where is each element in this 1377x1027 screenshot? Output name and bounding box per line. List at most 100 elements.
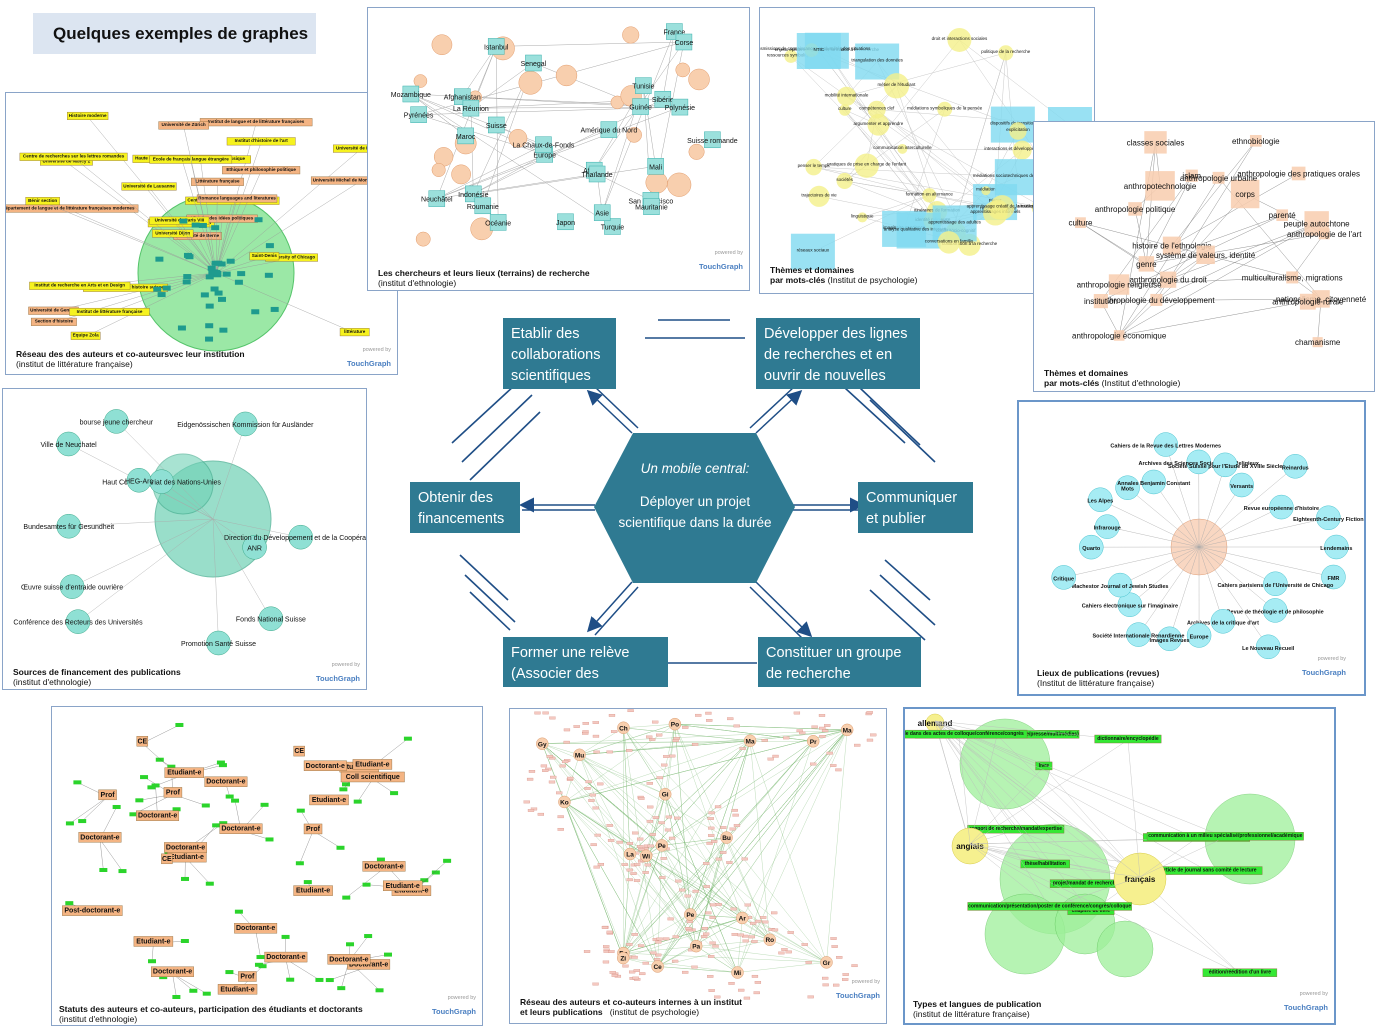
graph-node-label: Revue de théologie et de philosophie [1227, 609, 1324, 615]
panel-subtitle: (Institut d'ethnologie) [1101, 378, 1181, 388]
graph-node-label: anthropologie des pratiques orales [1237, 169, 1360, 178]
graph-node-label: formation en alternance [906, 191, 954, 196]
panel-subtitle: (institut de psychologie) [609, 1007, 700, 1017]
graph-node-label: apprentissage créatif de la musique [967, 203, 1039, 208]
graph-node-label: article dans des actes de colloque/confé… [905, 731, 1024, 737]
graph-node-label: Bu [722, 835, 731, 842]
panel-subtitle: (institut d'ethnologie) [59, 1014, 138, 1024]
graph-node-label: peuple autochtone [1284, 219, 1350, 228]
graph-node-label: anthropologie religieuse [1077, 281, 1163, 290]
graph-node-label: Société Internationale Renardienne [1092, 634, 1184, 640]
graph-node-label: Bénir section [28, 198, 57, 203]
central-main-text: Déployer un projet scientifique dans la … [618, 494, 772, 530]
graph-node-label: médiation [976, 187, 996, 192]
graph-node-label: politique de la recherche [981, 49, 1031, 54]
graph-node-label: institution [1084, 297, 1118, 306]
graph-node-label: analyse qualitative des interactions [884, 227, 955, 232]
graph-node-label: Corse [675, 40, 694, 47]
graph-node-label: nationalisme, citoyenneté [1276, 295, 1367, 304]
central-subtitle: Un mobile central: [640, 461, 750, 476]
graph-node-label: Japon [556, 220, 575, 227]
graph-node-label: Prof [166, 789, 181, 796]
graph-node-label: Université de Nancy 2 [43, 158, 91, 163]
graph-node-label: Mots [1121, 487, 1134, 493]
panel-title-2: par mots-clés [1044, 378, 1100, 388]
graph-node-label: Wi [642, 853, 650, 860]
graph-node-label: Ethique et philosophie politique [226, 167, 296, 172]
panel-title: Réseau des auteurs et co-auteurs interne… [520, 997, 743, 1007]
graph-node-label: Etudiant-e [167, 770, 201, 777]
graph-node-label: Mauritanie [635, 205, 668, 212]
graph-node-label: Europe [1190, 634, 1209, 640]
graph-node-label: Centre de recherches sur les lettres rom… [23, 154, 125, 159]
graph-node-label: Doctorant-e [306, 763, 345, 770]
central-hexagon [594, 433, 795, 583]
graph-node-label: français [1125, 875, 1156, 884]
graph-node-label: Département de langue et de littérature … [6, 205, 135, 210]
graph-node-label: Europe [533, 152, 556, 159]
graph-node-label: Doctorant-e [349, 961, 388, 968]
graph-node-label: Po [671, 722, 679, 729]
graph-node-label: Annales Benjamin Constant [1117, 481, 1190, 487]
graph-node-label: Le Nouveau Recueil [1242, 646, 1295, 652]
graph-node-label: édition/réédition d'un livre [1209, 970, 1272, 976]
graph-node-label: Institut de recherche en Arts et en Desi… [34, 283, 125, 288]
graph-node-label: Asie [595, 211, 609, 218]
graph-node-label: Sibérie [652, 97, 674, 104]
graph-node-label: Pa [692, 944, 700, 951]
graph-node-label: classes sociales [1127, 138, 1185, 147]
panel-subtitle: (Institut de littérature française) [1037, 678, 1155, 688]
graph-node-label: Prof [240, 973, 255, 980]
graph-node-label: multiculturalisme, migrations [1242, 273, 1343, 282]
graph-node-label: Doctorant-e [166, 844, 205, 851]
graph-node-label: Histoire moderne [69, 113, 107, 118]
graph-node-label: Coll scientifique [346, 774, 400, 781]
graph-node-label: CE [162, 856, 172, 863]
graph-node-label: sociétés [836, 177, 853, 182]
graph-node-label: Université Dijon [155, 230, 190, 235]
graph-node-label: Mi [734, 970, 741, 977]
graph-node-label: conversations en famille [925, 238, 974, 243]
graph-node-label: Guinée [629, 105, 652, 112]
graph-node-label: Zi [620, 956, 626, 963]
graph-node-label: Institut de langue et de littérature fra… [208, 119, 305, 124]
graph-node-label: Etudiant-e [220, 986, 254, 993]
graph-node-label: bourse jeune chercheur [80, 419, 154, 426]
graph-node-label: littérature [344, 329, 366, 334]
graph-node-label: triangulation des données [851, 58, 903, 63]
graph-node-label: Equipe Zola [73, 333, 99, 338]
graph-node-label: NTIC [814, 47, 825, 52]
graph-node-label: Ce [653, 964, 662, 971]
graph-p3: imaginaire et scienceitinéraires de form… [760, 27, 1092, 270]
graph-node-label: Gy [538, 741, 547, 748]
graph-node-label: CE [137, 738, 147, 745]
graph-node-label: Doctorant-e [206, 779, 245, 786]
graph-node-label: CE [294, 748, 304, 755]
graph-node-label: explicitation [1006, 127, 1030, 132]
graph-node-label: Etudiant-e [136, 938, 170, 945]
panel-subtitle: (institut de littérature française) [913, 1009, 1030, 1019]
graph-node-label: Ko [560, 799, 569, 806]
graph-node-label: anthropologie de l'art [1287, 230, 1362, 239]
graph-node-label: Reinardus [1282, 465, 1309, 471]
graph-node-label: Doctorant-e [266, 954, 305, 961]
graph-node-label: livre [1039, 763, 1050, 769]
graph-node-label: réseaux sociaux [797, 248, 830, 253]
graph-node-label: Université de Lausanne [123, 183, 175, 188]
box-releve: Former une relève(Associer des étudiants… [503, 637, 668, 703]
graph-node-label: Etudiant-e [386, 883, 420, 890]
graph-node-label: chapitre de livre [1072, 908, 1111, 914]
panel-title: Statuts des auteurs et co-auteurs, parti… [59, 1004, 363, 1014]
panel-subtitle: (institut d'ethnologie) [13, 677, 92, 687]
graph-node-label: corps [1235, 190, 1255, 199]
graph-node-label: Images Revues [1150, 638, 1190, 644]
